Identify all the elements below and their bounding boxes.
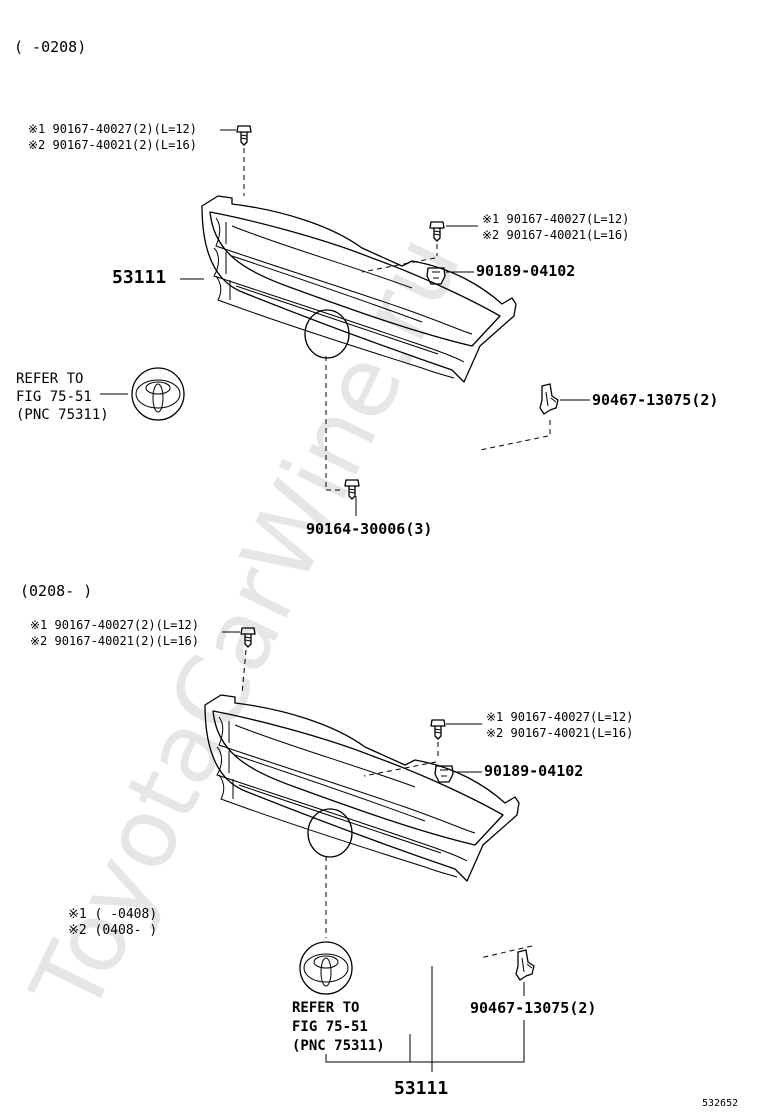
- top-clip-label: 90467-13075(2): [592, 391, 718, 409]
- top-bolt-right-label-2: ※2 90167-40021(L=16): [482, 228, 629, 242]
- top-section: ( -0208) ※1 90167-40027(2)(L=12) ※2 9016…: [14, 38, 718, 538]
- top-bolt-left-icon: [236, 125, 252, 146]
- bottom-bolt-left-label-1: ※1 90167-40027(2)(L=12): [30, 618, 199, 632]
- bottom-clip-label: 90467-13075(2): [470, 999, 596, 1017]
- top-bolt-right-icon: [429, 221, 445, 242]
- top-range-label: ( -0208): [14, 38, 86, 56]
- bottom-emblem-icon: [299, 941, 353, 995]
- bottom-note-2: ※2 (0408- ): [68, 923, 157, 938]
- top-bolt-right-label-1: ※1 90167-40027(L=12): [482, 212, 629, 226]
- bottom-refer-line-3: (PNC 75311): [292, 1038, 385, 1054]
- drawing-code: 532652: [702, 1098, 738, 1109]
- top-grille-label: 53111: [112, 267, 166, 288]
- top-screw-label: 90164-30006(3): [306, 520, 432, 538]
- bottom-bolt-right-label-2: ※2 90167-40021(L=16): [486, 726, 633, 740]
- bottom-bolt-right-icon: [430, 719, 446, 740]
- top-refer-line-2: FIG 75-51: [16, 389, 92, 405]
- top-clip-nut-label: 90189-04102: [476, 262, 575, 280]
- bottom-range-label: (0208- ): [20, 582, 92, 600]
- bottom-refer-line-1: REFER TO: [292, 1000, 359, 1016]
- bottom-clip-nut-icon: [434, 765, 454, 783]
- top-clip-icon: [539, 383, 559, 415]
- top-bolt-left-label-2: ※2 90167-40021(2)(L=16): [28, 138, 197, 152]
- top-emblem-icon: [131, 367, 185, 421]
- bottom-note-1: ※1 ( -0408): [68, 907, 157, 922]
- top-refer-line-3: (PNC 75311): [16, 407, 109, 423]
- top-refer-line-1: REFER TO: [16, 371, 83, 387]
- bottom-section: (0208- ) ※1 90167-40027(2)(L=12) ※2 9016…: [20, 582, 633, 1099]
- bottom-clip-nut-label: 90189-04102: [484, 762, 583, 780]
- bottom-clip-icon: [515, 949, 535, 981]
- top-bolt-left-label-1: ※1 90167-40027(2)(L=12): [28, 122, 197, 136]
- bottom-bolt-right-label-1: ※1 90167-40027(L=12): [486, 710, 633, 724]
- bottom-refer-line-2: FIG 75-51: [292, 1019, 368, 1035]
- bottom-grille-label: 53111: [394, 1078, 448, 1099]
- bottom-bolt-left-label-2: ※2 90167-40021(2)(L=16): [30, 634, 199, 648]
